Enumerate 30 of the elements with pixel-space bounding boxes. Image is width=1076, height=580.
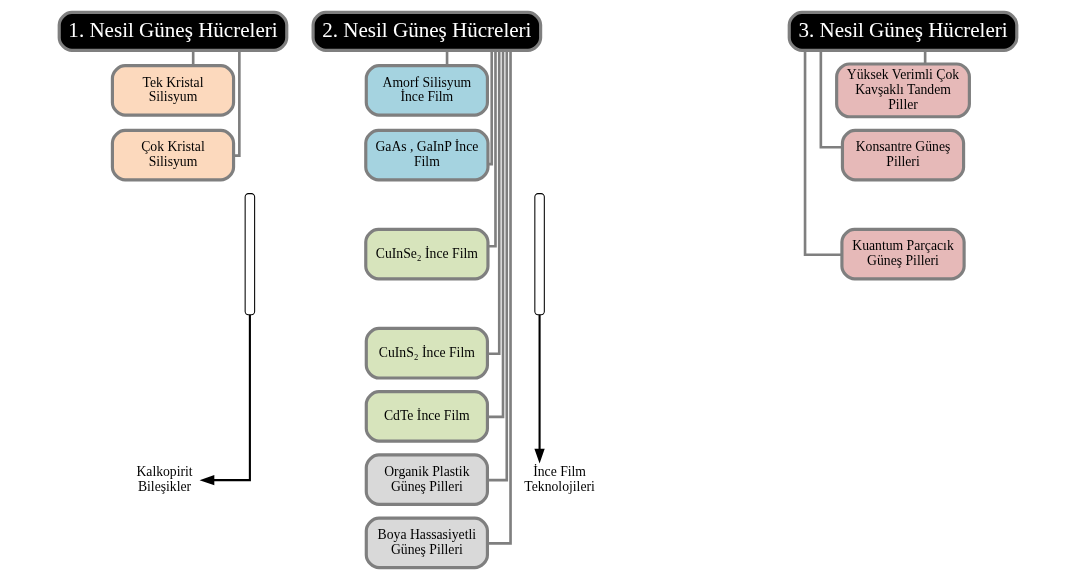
node-box: Boya Hassasiyetli Güneş Pilleri bbox=[364, 516, 489, 570]
node-text: Kalkopirit Bileşikler bbox=[136, 463, 193, 494]
node-box: 2. Nesil Güneş Hücreleri bbox=[311, 10, 543, 52]
connector bbox=[487, 50, 505, 419]
connector bbox=[803, 50, 842, 257]
arrow bbox=[534, 314, 545, 464]
node-box: Amorf Silisyum İnce Film bbox=[364, 64, 489, 117]
arrow bbox=[199, 315, 251, 486]
node-box: Yüksek Verimli Çok Kavşaklı Tandem Piller bbox=[835, 62, 971, 119]
node-text: İnce Film Teknolojileri bbox=[524, 463, 595, 494]
connector bbox=[488, 50, 497, 248]
connector bbox=[819, 50, 843, 149]
node-box: 3. Nesil Güneş Hücreleri bbox=[787, 10, 1019, 52]
node-box: Tek Kristal Silisyum bbox=[110, 64, 236, 117]
node-brace bbox=[244, 193, 256, 316]
node-box: CuInSe₂ İnce Film bbox=[364, 227, 490, 281]
node-box: Kuantum Parçacık Güneş Pilleri bbox=[840, 227, 966, 281]
node-box: CuInS₂ İnce Film bbox=[364, 326, 489, 380]
node-brace bbox=[534, 193, 545, 316]
node-box: CdTe İnce Film bbox=[364, 390, 489, 443]
node-box: GaAs , GaInP İnce Film bbox=[364, 128, 490, 182]
connector bbox=[487, 50, 501, 356]
connector bbox=[487, 50, 512, 545]
node-box: Organik Plastik Güneş Pilleri bbox=[364, 453, 489, 506]
connector bbox=[233, 50, 241, 157]
connector bbox=[487, 50, 509, 482]
node-box: Çok Kristal Silisyum bbox=[110, 128, 236, 182]
node-box: Konsantre Güneş Pilleri bbox=[840, 128, 966, 182]
node-box: 1. Nesil Güneş Hücreleri bbox=[57, 10, 289, 52]
connector bbox=[488, 50, 494, 166]
